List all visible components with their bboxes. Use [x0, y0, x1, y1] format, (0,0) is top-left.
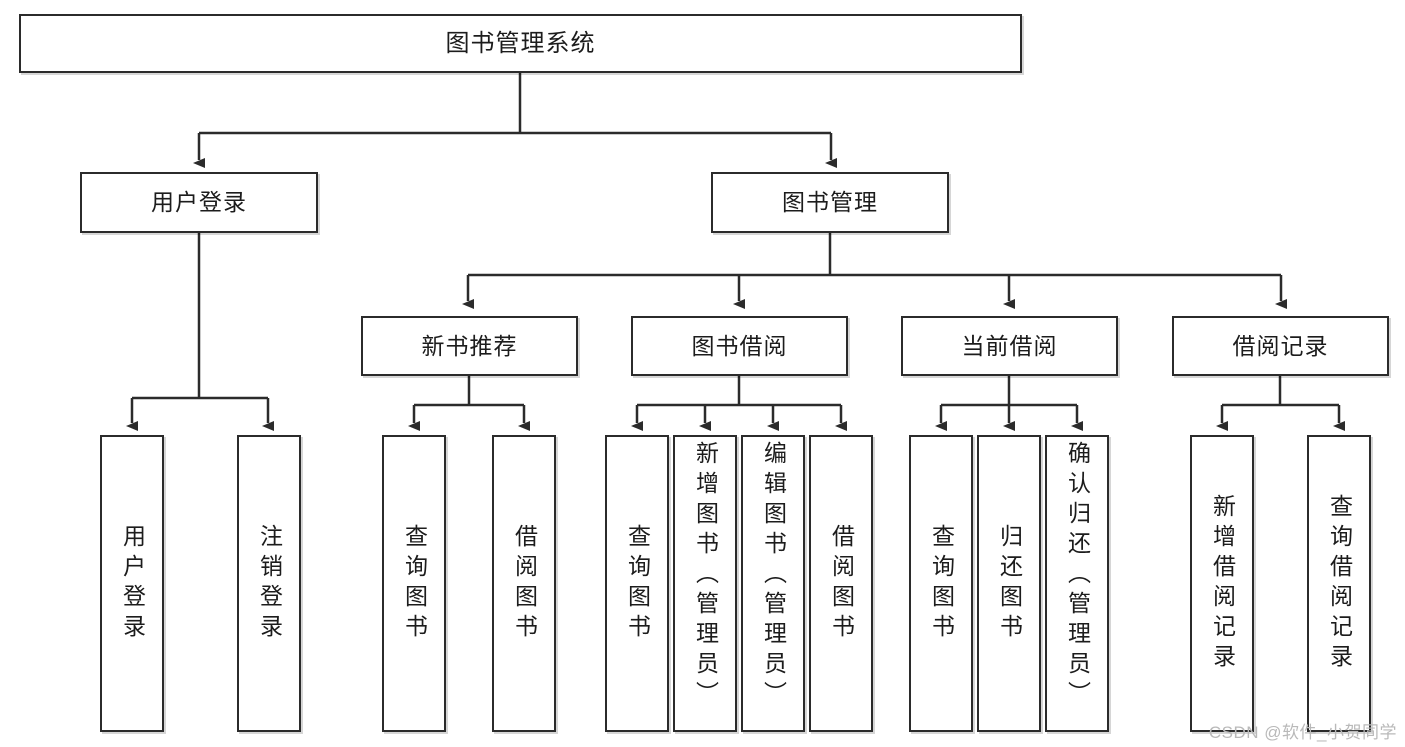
leaf-query-book-recommend[interactable]: 查询图书	[382, 435, 446, 732]
node-label: 查询图书	[401, 523, 428, 644]
node-label: 用户登录	[151, 189, 247, 216]
leaf-borrow-book-recommend[interactable]: 借阅图书	[492, 435, 556, 732]
node-new-book-recommend[interactable]: 新书推荐	[361, 316, 578, 376]
node-user-login[interactable]: 用户登录	[80, 172, 318, 233]
node-label: 注销登录	[256, 523, 283, 644]
node-label: 借阅图书	[511, 523, 538, 644]
node-label: 图书管理系统	[445, 29, 596, 57]
node-label: 查询图书	[624, 523, 651, 644]
node-label: 编辑图书（管理员）	[760, 441, 787, 711]
csdn-watermark: CSDN @软件_小贺同学	[1208, 723, 1397, 742]
node-book-management[interactable]: 图书管理	[711, 172, 949, 233]
node-label: 借阅记录	[1232, 332, 1329, 359]
node-label: 归还图书	[996, 523, 1023, 644]
node-label: 查询借阅记录	[1326, 493, 1353, 674]
node-root-system[interactable]: 图书管理系统	[19, 14, 1022, 73]
leaf-confirm-return-admin[interactable]: 确认归还（管理员）	[1045, 435, 1109, 732]
leaf-query-book-current[interactable]: 查询图书	[909, 435, 973, 732]
leaf-borrow-book[interactable]: 借阅图书	[809, 435, 873, 732]
leaf-add-borrow-record[interactable]: 新增借阅记录	[1190, 435, 1254, 732]
node-label: 借阅图书	[828, 523, 855, 644]
leaf-query-book-borrow[interactable]: 查询图书	[605, 435, 669, 732]
node-current-borrow[interactable]: 当前借阅	[901, 316, 1118, 376]
leaf-user-login[interactable]: 用户登录	[100, 435, 164, 732]
leaf-query-borrow-record[interactable]: 查询借阅记录	[1307, 435, 1371, 732]
node-label: 确认归还（管理员）	[1064, 441, 1091, 711]
leaf-return-book[interactable]: 归还图书	[977, 435, 1041, 732]
node-label: 用户登录	[119, 523, 146, 644]
node-label: 图书管理	[782, 189, 878, 216]
leaf-edit-book-admin[interactable]: 编辑图书（管理员）	[741, 435, 805, 732]
leaf-add-book-admin[interactable]: 新增图书（管理员）	[673, 435, 737, 732]
node-label: 新增借阅记录	[1209, 493, 1236, 674]
node-borrow-record[interactable]: 借阅记录	[1172, 316, 1389, 376]
node-label: 新增图书（管理员）	[692, 441, 719, 711]
node-label: 新书推荐	[421, 332, 518, 359]
leaf-logout[interactable]: 注销登录	[237, 435, 301, 732]
node-book-borrow[interactable]: 图书借阅	[631, 316, 848, 376]
node-label: 查询图书	[928, 523, 955, 644]
node-label: 图书借阅	[691, 332, 788, 359]
node-label: 当前借阅	[961, 332, 1058, 359]
